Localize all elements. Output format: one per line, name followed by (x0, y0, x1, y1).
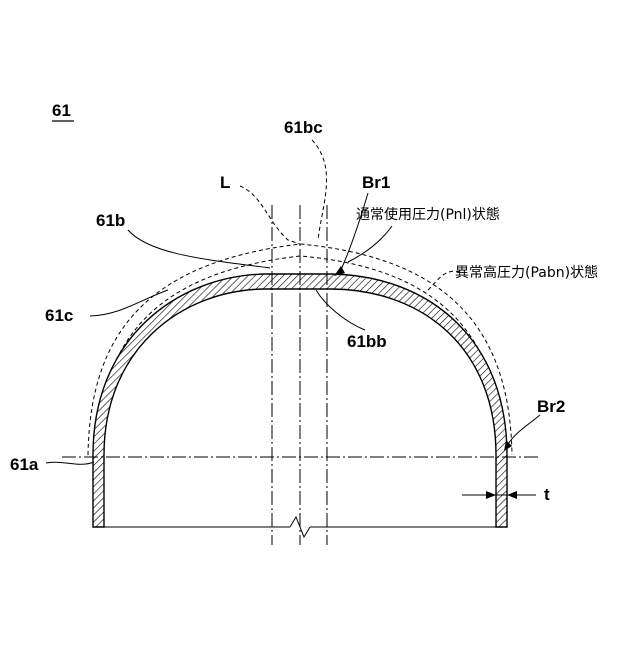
leader-br2 (508, 415, 540, 444)
leader-br1 (340, 193, 368, 272)
label-61bb: 61bb (347, 332, 387, 351)
label-abnormal-pressure-state: 異常高圧力(Pabn)状態 (455, 264, 598, 281)
label-normal-pressure-state: 通常使用圧力(Pnl)状態 (356, 206, 500, 223)
label-br2: Br2 (537, 397, 565, 416)
thickness-arrow-left (486, 491, 496, 499)
label-61b: 61b (96, 211, 125, 230)
label-61a: 61a (10, 455, 39, 474)
label-61bc: 61bc (284, 118, 323, 137)
figure-ref-text: 61 (52, 101, 71, 120)
label-t: t (544, 485, 550, 504)
label-br1: Br1 (362, 173, 390, 192)
leader-61bb (316, 290, 365, 330)
leader-61b (128, 230, 270, 268)
label-61c: 61c (45, 306, 73, 325)
leader-61a (46, 462, 94, 464)
label-L: L (220, 173, 230, 192)
thickness-arrow-right (507, 491, 517, 499)
figure-ref-label: 61 (52, 101, 74, 121)
leader-61bc (312, 140, 327, 240)
leader-L (240, 186, 300, 244)
